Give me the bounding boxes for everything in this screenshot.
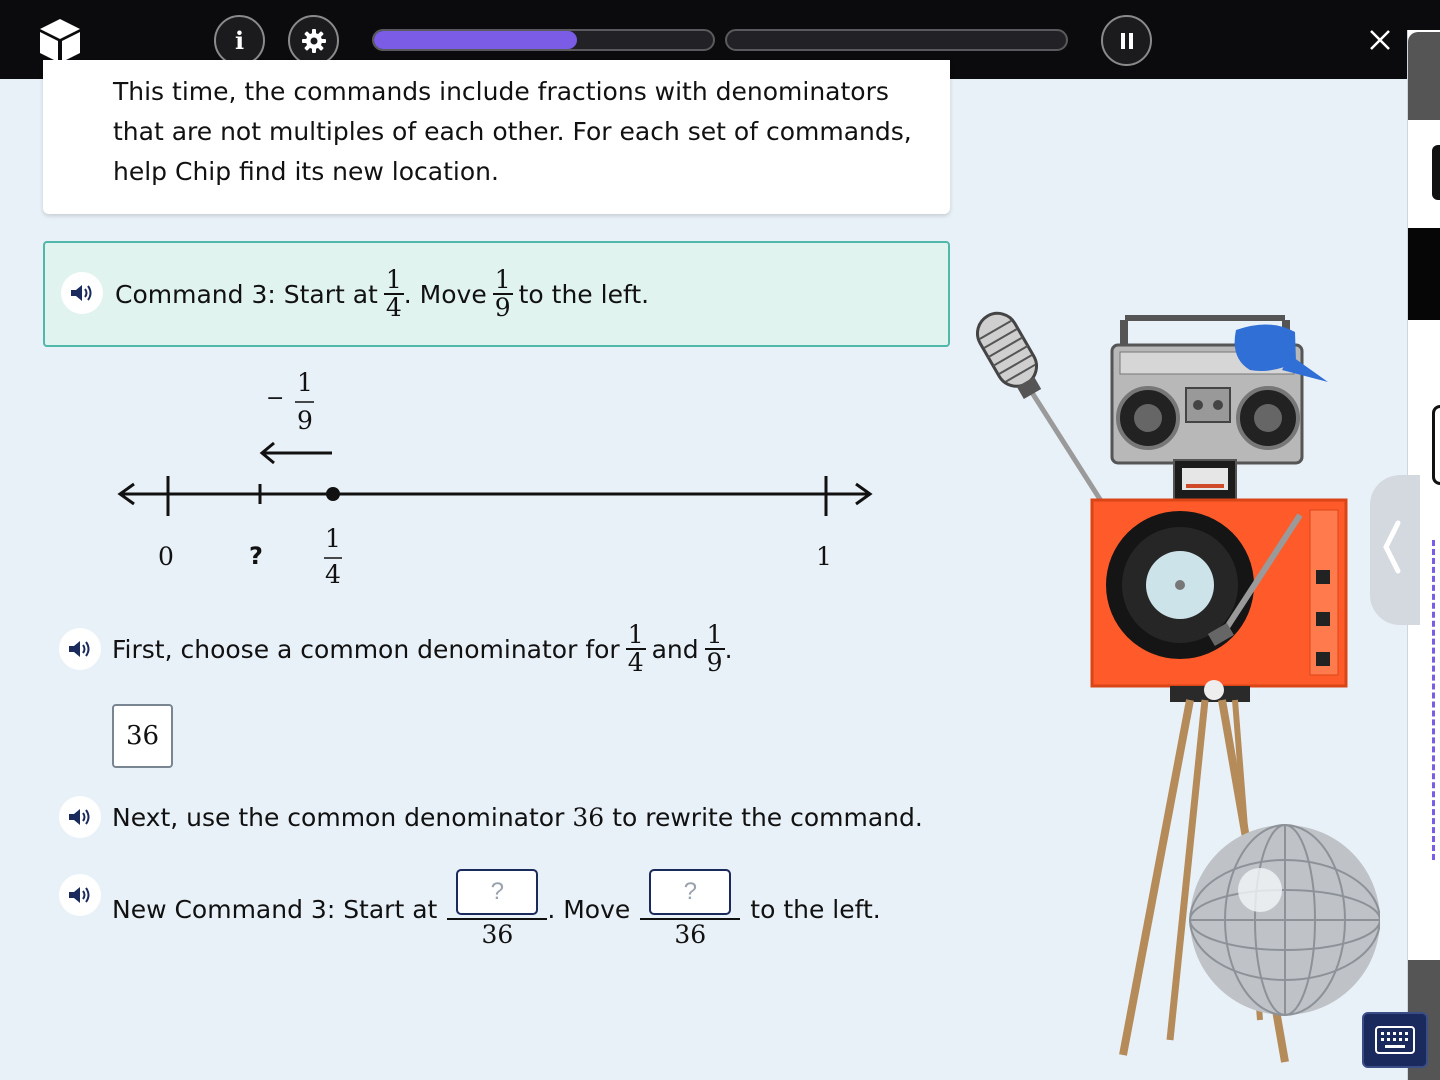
move-numerator-input[interactable]: ? [649, 868, 732, 915]
side-panel-handle[interactable] [1370, 475, 1420, 625]
number-line-label-zero: 0 [158, 542, 174, 571]
common-denominator-answer[interactable]: 36 [112, 704, 173, 768]
pause-icon [1120, 32, 1133, 49]
gear-icon [301, 28, 326, 53]
info-icon: i [234, 26, 245, 55]
fraction-start: 1 4 [383, 265, 404, 322]
point-label-den: 4 [325, 560, 341, 589]
number-line: 0 ? 1 4 1 − 1 9 [110, 360, 890, 600]
number-line-unknown-label: ? [249, 542, 263, 570]
side-panel-element [1408, 228, 1440, 320]
fraction-b: 1 9 [704, 620, 725, 677]
move-fraction-input: ? 36 [640, 868, 741, 950]
command-middle: . Move [403, 279, 487, 309]
speaker-icon [69, 809, 90, 825]
jump-sign: − [266, 386, 285, 411]
question-1-text: First, choose a common denominator for 1… [112, 620, 733, 677]
keyboard-icon [1375, 1026, 1415, 1054]
question-2-text: Next, use the common denominator 36 to r… [112, 802, 923, 832]
command-suffix: to the left. [518, 279, 650, 309]
command-prefix: Command 3: Start at [115, 279, 378, 309]
start-numerator-input[interactable]: ? [456, 868, 539, 915]
speaker-icon [69, 887, 90, 903]
speaker-button[interactable] [59, 796, 101, 838]
speaker-icon [71, 285, 92, 301]
progress-fill [374, 31, 578, 49]
start-fraction-input: ? 36 [447, 868, 548, 950]
settings-button[interactable] [288, 15, 339, 66]
speaker-button[interactable] [59, 628, 101, 670]
side-panel-tab[interactable] [1408, 32, 1440, 120]
keyboard-button[interactable] [1362, 1012, 1428, 1068]
intro-text: This time, the commands include fraction… [113, 77, 912, 186]
side-panel-element [1432, 405, 1440, 485]
command-card: Command 3: Start at 1 4 . Move 1 9 to th… [43, 241, 950, 347]
number-line-graphic [117, 401, 873, 559]
close-icon[interactable] [1364, 24, 1396, 56]
speaker-icon [69, 641, 90, 657]
number-line-label-one: 1 [816, 542, 832, 571]
pause-button[interactable] [1101, 15, 1152, 66]
side-panel-dashed-line [1432, 540, 1435, 860]
jump-label-den: 9 [297, 406, 313, 435]
chip-robot-illustration [960, 300, 1381, 1070]
info-button[interactable]: i [214, 15, 265, 66]
speaker-button[interactable] [61, 272, 103, 314]
jump-label-num: 1 [297, 368, 313, 397]
side-panel-element [1432, 145, 1440, 200]
intro-card: This time, the commands include fraction… [43, 60, 950, 214]
progress-bar-section-1 [372, 29, 715, 51]
command-text: Command 3: Start at 1 4 . Move 1 9 to th… [115, 267, 649, 321]
fraction-move: 1 9 [492, 265, 513, 322]
progress-bar-section-2 [725, 29, 1068, 51]
fraction-a: 1 4 [625, 620, 646, 677]
speaker-button[interactable] [59, 874, 101, 916]
new-command-text: New Command 3: Start at ? 36 . Move ? 36… [112, 868, 881, 950]
common-denominator-value: 36 [572, 802, 605, 832]
cube-logo-icon[interactable] [36, 16, 84, 64]
point-label-num: 1 [325, 524, 341, 553]
chevron-left-icon [1383, 520, 1401, 574]
